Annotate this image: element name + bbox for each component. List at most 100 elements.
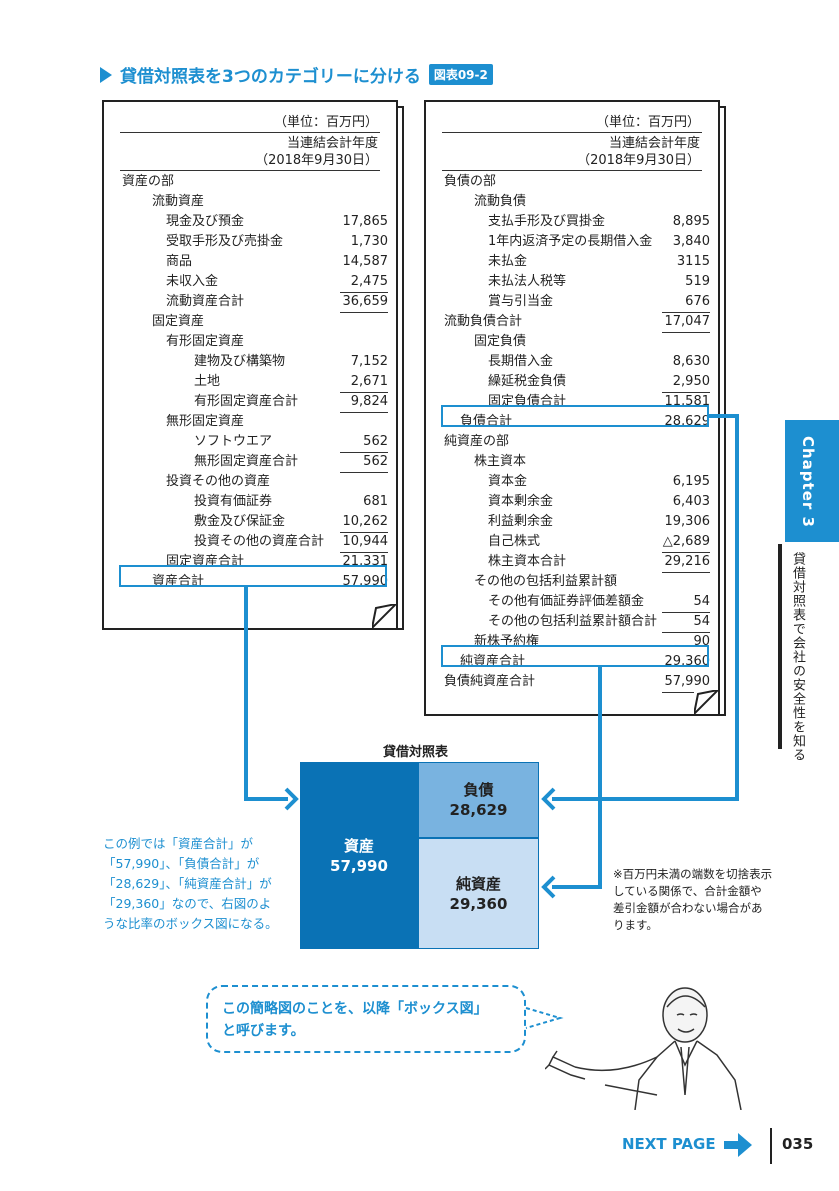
sheet-row-label: 固定負債 [474,334,527,349]
speech-bubble-text: この簡略図のことを、以降「ボックス図」 と呼びます。 [222,998,522,1042]
sheet-row-label: 商品 [166,254,193,269]
unit-label: （単位：百万円） [595,115,700,130]
sheet-row-label: 1年内返済予定の長期借入金 [488,234,653,249]
sheet-row-value [340,412,388,432]
sheet-row-value: 681 [363,494,388,509]
page-number-divider [770,1128,772,1164]
chapter-tab-label: Chapter 3 [799,436,817,528]
sheet-row-label: 長期借入金 [488,354,554,369]
sheet-row-label: 資本金 [488,474,528,489]
sheet-row-label: 投資有価証券 [194,494,273,509]
sheet-row-value [662,432,710,452]
sheet-row-label: 現金及び預金 [166,214,245,229]
sheet-row-value: 7,152 [350,354,388,369]
chapter-tab: Chapter 3 [785,420,839,542]
sheet-row-value: 10,262 [340,512,388,533]
chapter-title: 貸借対照表で会社の安全性を知る [790,552,805,762]
liabilities-sheet: （単位：百万円） 当連結会計年度 （2018年9月30日） 負債の部流動負債支払… [424,100,720,716]
sheet-row-label: その他の包括利益累計額 [474,574,618,589]
sheet-row-value [340,312,388,332]
sheet-row-label: 投資その他の資産 [166,474,271,489]
sheet-row-label: 利益剰余金 [488,514,554,529]
box-equity: 純資産 29,360 [418,838,539,949]
sheet-row-label: 建物及び構築物 [194,354,286,369]
sheet-row-label: 負債純資産合計 [444,674,536,689]
sheet-row-label: 有形固定資産合計 [194,394,299,409]
sheet-row-label: 自己株式 [488,534,541,549]
sheet-row-value: 8,630 [672,354,710,369]
sheet-row-label: 受取手形及び売掛金 [166,234,284,249]
sheet-row-value: 36,659 [340,292,388,313]
sheet-row-value: 1,730 [350,234,388,249]
sheet-row-value [340,192,388,212]
sheet-row-label: 負債の部 [444,174,497,189]
box-assets-label: 資産 [343,836,374,855]
liability-connector [552,797,739,801]
sheet-row-label: 無形固定資産合計 [194,454,299,469]
sheet-row-value: 519 [685,274,710,289]
sheet-row-value: 562 [340,452,388,473]
figure-heading: 貸借対照表を3つのカテゴリーに分ける 図表09-2 [100,62,493,87]
total-assets-highlight [119,565,387,587]
equity-connector [552,885,602,889]
sheet-row-value: 17,047 [662,312,710,333]
chapter-side-bar [778,544,782,749]
arrow-right-icon [284,787,299,811]
sheet-row-label: 株主資本合計 [488,554,567,569]
sheet-row-value: 676 [662,292,710,313]
sheet-row-value [340,332,388,352]
asset-connector [244,797,288,801]
triangle-icon [100,66,112,83]
sheet-row-label: ソフトウエア [194,434,273,449]
page-fold-corner [372,604,396,628]
header-divider [442,132,702,133]
sheet-row-value: 10,944 [340,532,388,553]
total-equity-highlight [441,645,709,667]
sheet-row-label: 株主資本 [474,454,527,469]
sheet-row-label: その他の包括利益累計額合計 [488,614,658,629]
sheet-row-value: 562 [340,432,388,453]
box-liabilities-label: 負債 [463,781,494,799]
sheet-row-label: 土地 [194,374,221,389]
sheet-row-value: 54 [662,612,710,633]
explanation-note: この例では「資産合計」が「57,990」、「負債合計」が「28,629」、「純資… [103,836,278,931]
figure-number-badge: 図表09-2 [428,64,493,85]
unit-label: （単位：百万円） [273,115,378,130]
liability-connector [735,414,739,801]
figure-title: 貸借対照表を3つのカテゴリーに分ける [120,67,421,87]
sheet-row-label: その他有価証券評価差額金 [488,594,645,609]
box-assets-value: 57,990 [330,856,388,875]
header-divider [120,132,380,133]
box-equity-value: 29,360 [449,894,508,913]
sheet-row-value [662,192,710,212]
sheet-row-value [662,172,710,192]
sheet-row-label: 支払手形及び買掛金 [488,214,606,229]
header-divider [442,170,702,171]
sheet-row-value: 54 [662,592,710,613]
speech-line-1: この簡略図のことを、以降「ボックス図」 [222,1001,488,1017]
sheet-row-label: 流動負債 [474,194,527,209]
speech-bubble-tail [525,1007,564,1029]
sheet-row-value: 19,306 [664,514,711,529]
sheet-row-value [340,472,388,492]
sheet-row-label: 流動資産合計 [166,294,245,309]
sheet-row-value: 3115 [676,254,710,269]
liability-connector [709,414,737,418]
sheet-row-label: 賞与引当金 [488,294,554,309]
sheet-row-value: 2,475 [340,272,388,293]
next-page-link[interactable]: NEXT PAGE [622,1135,716,1153]
speech-bubble [206,985,526,1053]
period-date: （2018年9月30日） [577,153,700,168]
sheet-row-label: 未払法人税等 [488,274,567,289]
presenter-illustration [545,987,742,1110]
arrow-left-icon [541,875,556,899]
next-arrow-icon[interactable] [724,1133,752,1157]
page-number: 035 [782,1135,814,1153]
sheet-row-value: 6,195 [672,474,710,489]
sheet-row-label: 流動資産 [152,194,205,209]
sheet-row-label: 投資その他の資産合計 [194,534,325,549]
sheet-row-value: 57,990 [662,672,710,693]
box-equity-label: 純資産 [455,874,501,893]
sheet-row-value: △2,689 [662,532,710,553]
assets-sheet: （単位：百万円） 当連結会計年度 （2018年9月30日） 資産の部流動資産現金… [102,100,398,630]
